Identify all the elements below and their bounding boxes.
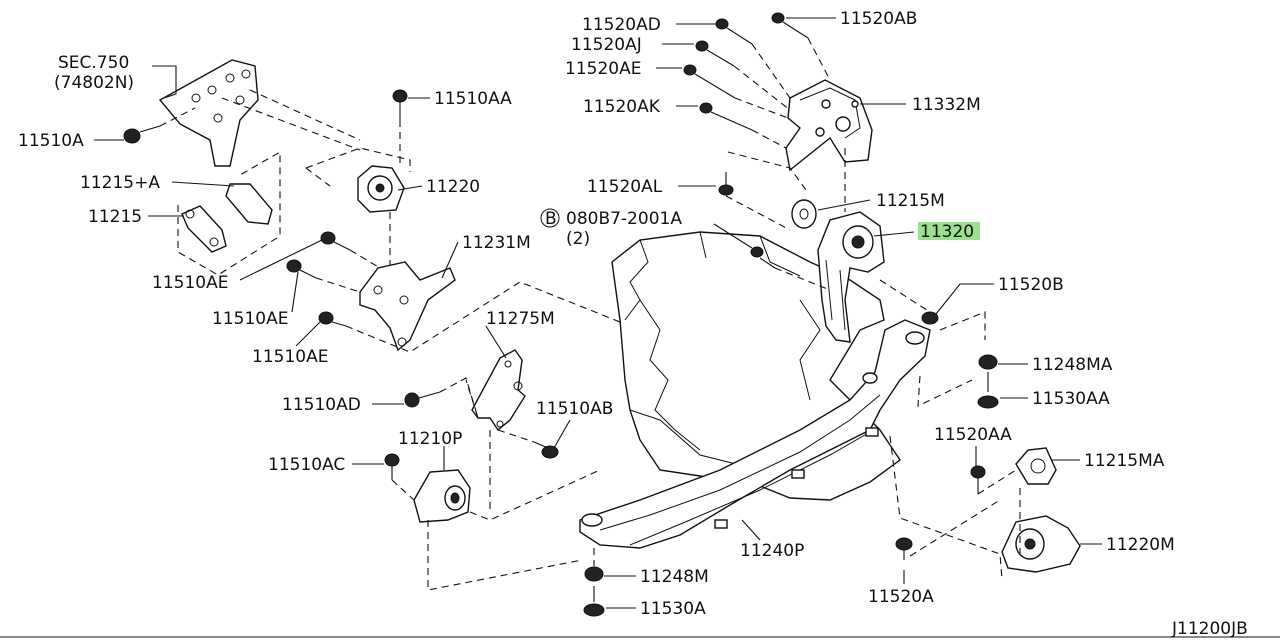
- label-11215m[interactable]: 11215M: [876, 191, 945, 211]
- mount-11220m: [1001, 515, 1081, 573]
- label-11248ma[interactable]: 11248MA: [1032, 355, 1113, 375]
- bolt-11520a: [895, 537, 913, 560]
- bolt-11520ab: [771, 12, 809, 39]
- label-11210p[interactable]: 11210P: [398, 429, 462, 449]
- svg-text:B: B: [545, 209, 557, 229]
- label-11332m[interactable]: 11332M: [912, 95, 981, 115]
- label-11320[interactable]: 11320: [920, 222, 974, 242]
- bolt-11510a: [123, 125, 161, 144]
- bolt-11530a: [583, 586, 605, 617]
- label-11510ac[interactable]: 11510AC: [268, 455, 345, 475]
- washer-11215m: [791, 199, 817, 229]
- label-qty-2[interactable]: (2): [566, 229, 590, 249]
- bolt-11520ae: [683, 64, 736, 99]
- mount-11220: [357, 165, 405, 213]
- label-080b7-2001a[interactable]: 080B7-2001A: [566, 209, 682, 229]
- bolt-080b7-2001a: [750, 246, 776, 269]
- bracket-11275m: [471, 349, 526, 432]
- label-11520al[interactable]: 11520AL: [587, 177, 663, 197]
- pad-11215a: [225, 183, 273, 225]
- bolt-11510ad: [404, 391, 441, 408]
- bracket-11332m: [785, 79, 873, 172]
- bolt-11520aj: [695, 40, 735, 67]
- label-11510aa[interactable]: 11510AA: [434, 89, 512, 109]
- label-11220m[interactable]: 11220M: [1106, 535, 1175, 555]
- nut-11520b: [921, 311, 939, 325]
- mount-11210p: [413, 469, 471, 523]
- label-11520b[interactable]: 11520B: [998, 275, 1064, 295]
- engine-mount-11320: [817, 211, 885, 343]
- label-11510ae-3[interactable]: 11510AE: [252, 347, 328, 367]
- leader-lines: [94, 17, 1102, 609]
- bolt-11520al: [718, 172, 734, 196]
- label-11215ma[interactable]: 11215MA: [1084, 451, 1165, 471]
- label-11275m[interactable]: 11275M: [486, 309, 555, 329]
- label-11530aa[interactable]: 11530AA: [1032, 389, 1110, 409]
- callout-labels: 11520AD 11520AB 11520AJ 11520AE 11520AK …: [18, 9, 1248, 639]
- label-11530a[interactable]: 11530A: [640, 599, 706, 619]
- label-11520ak[interactable]: 11520AK: [583, 97, 661, 117]
- bracket-11231m: [359, 261, 456, 352]
- label-11510ae-2[interactable]: 11510AE: [212, 309, 288, 329]
- upper-bolts: [683, 12, 809, 131]
- bracket-sec750: [158, 59, 259, 167]
- bolt-11510ae-2: [286, 259, 317, 279]
- bolt-11520ad: [715, 18, 753, 45]
- pad-11215: [181, 205, 227, 253]
- label-11510ae-1[interactable]: 11510AE: [152, 273, 228, 293]
- nut-11248ma: [978, 354, 998, 370]
- bolt-11510ae-1: [320, 231, 351, 251]
- label-11520aa[interactable]: 11520AA: [934, 425, 1012, 445]
- label-11510ab[interactable]: 11510AB: [536, 399, 613, 419]
- highlight-11320: [918, 222, 980, 240]
- label-11510ad[interactable]: 11510AD: [282, 395, 361, 415]
- label-11520ae[interactable]: 11520AE: [565, 59, 641, 79]
- label-11215[interactable]: 11215: [88, 207, 142, 227]
- stopper-11215ma: [1015, 447, 1057, 485]
- circled-b-symbol: B: [540, 208, 560, 229]
- label-11520a[interactable]: 11520A: [868, 587, 934, 607]
- bolt-11510ae-3: [318, 311, 347, 327]
- label-74802n[interactable]: (74802N): [54, 73, 134, 93]
- diagram-code: J11200JB: [1171, 619, 1248, 639]
- bolt-11530aa: [977, 372, 999, 409]
- label-11215a[interactable]: 11215+A: [80, 173, 160, 193]
- label-11220[interactable]: 11220: [426, 177, 480, 197]
- bolt-11510ab: [533, 441, 559, 459]
- label-11231m[interactable]: 11231M: [462, 233, 531, 253]
- bolt-11520aa: [970, 465, 986, 494]
- label-11240p[interactable]: 11240P: [740, 541, 804, 561]
- label-11520ad[interactable]: 11520AD: [582, 15, 661, 35]
- bolt-11510ac: [384, 453, 400, 480]
- bolt-11510aa: [392, 89, 408, 120]
- bolt-11520ak: [699, 102, 753, 131]
- label-11520aj[interactable]: 11520AJ: [571, 35, 642, 55]
- label-11520ab[interactable]: 11520AB: [840, 9, 917, 29]
- nut-11248m: [584, 566, 604, 582]
- label-sec750[interactable]: SEC.750: [58, 53, 129, 73]
- crossmember: [579, 319, 931, 549]
- label-11248m[interactable]: 11248M: [640, 567, 709, 587]
- label-11510a[interactable]: 11510A: [18, 131, 84, 151]
